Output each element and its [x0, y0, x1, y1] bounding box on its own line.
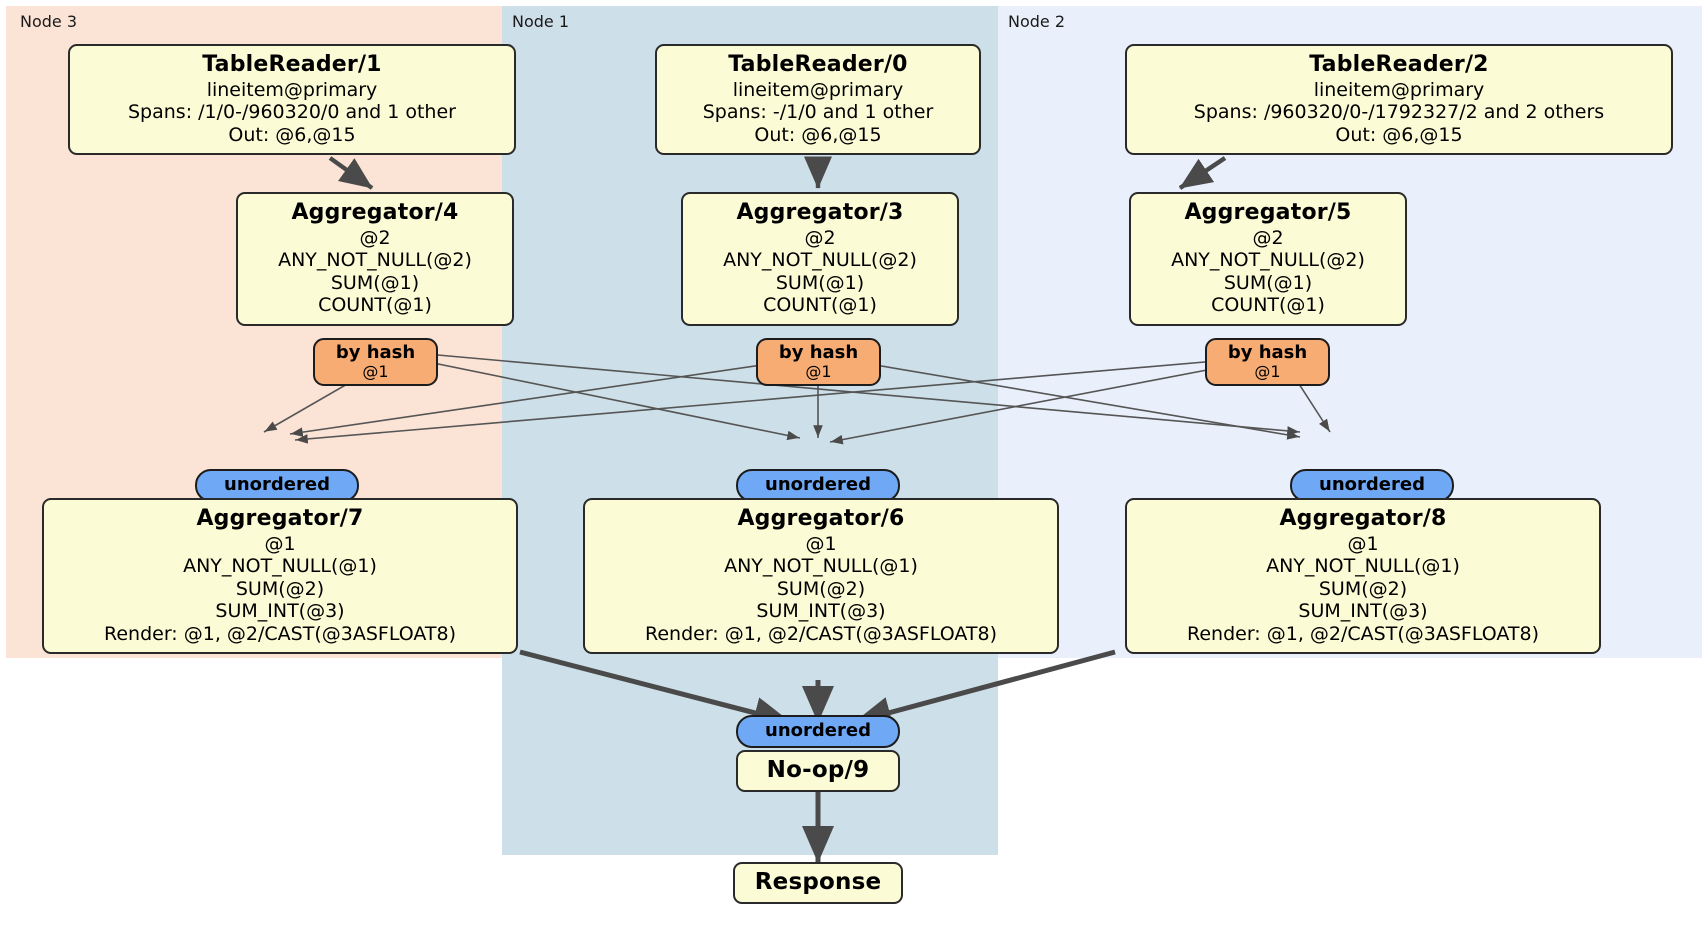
processor-line: SUM(@1) — [1223, 271, 1313, 294]
processor-aggregator-5[interactable]: Aggregator/5 @2 ANY_NOT_NULL(@2) SUM(@1)… — [1129, 192, 1407, 326]
processor-line: @2 — [804, 226, 836, 249]
processor-tablereader-2[interactable]: TableReader/2 lineitem@primary Spans: /9… — [1125, 44, 1673, 156]
processor-line: ANY_NOT_NULL(@1) — [183, 555, 377, 578]
input-sync-unordered-6[interactable]: unordered — [736, 469, 900, 502]
processor-title: Aggregator/4 — [291, 200, 459, 225]
node-panel-label-node3: Node 3 — [20, 12, 78, 31]
processor-line: ANY_NOT_NULL(@2) — [278, 249, 472, 272]
processor-line: @1 — [264, 532, 296, 555]
sync-label: unordered — [224, 474, 330, 495]
processor-title: TableReader/2 — [1309, 52, 1489, 77]
processor-title: Aggregator/6 — [737, 506, 905, 531]
processor-line: lineitem@primary — [1313, 78, 1485, 101]
processor-title: Aggregator/3 — [736, 200, 904, 225]
processor-line: ANY_NOT_NULL(@2) — [1171, 249, 1365, 272]
processor-line: SUM(@2) — [235, 577, 325, 600]
output-router-by-hash-5[interactable]: by hash @1 — [1205, 338, 1330, 387]
processor-line: ANY_NOT_NULL(@1) — [724, 555, 918, 578]
processor-title: Aggregator/5 — [1184, 200, 1352, 225]
processor-line: Render: @1, @2/CAST(@3ASFLOAT8) — [645, 622, 997, 645]
processor-line: @1 — [805, 532, 837, 555]
processor-line: @2 — [359, 226, 391, 249]
router-column: @1 — [362, 361, 389, 381]
processor-aggregator-4[interactable]: Aggregator/4 @2 ANY_NOT_NULL(@2) SUM(@1)… — [236, 192, 514, 326]
processor-no-op-9[interactable]: No-op/9 — [736, 750, 900, 793]
output-router-by-hash-3[interactable]: by hash @1 — [756, 338, 881, 387]
processor-title: No-op/9 — [766, 757, 870, 783]
processor-line: SUM(@1) — [330, 271, 420, 294]
processor-line: @1 — [1347, 532, 1379, 555]
sync-label: unordered — [1319, 474, 1425, 495]
sync-label: unordered — [765, 474, 871, 495]
router-column: @1 — [1254, 361, 1281, 381]
router-column: @1 — [805, 361, 832, 381]
node-panel-label-node1: Node 1 — [512, 12, 570, 31]
node-panel-label-node2: Node 2 — [1008, 12, 1066, 31]
sync-label: unordered — [765, 720, 871, 741]
processor-line: SUM_INT(@3) — [1298, 600, 1428, 623]
processor-line: SUM_INT(@3) — [756, 600, 886, 623]
processor-line: SUM(@2) — [1318, 577, 1408, 600]
router-label: by hash — [1227, 342, 1308, 363]
processor-tablereader-0[interactable]: TableReader/0 lineitem@primary Spans: -/… — [655, 44, 981, 156]
processor-line: SUM_INT(@3) — [215, 600, 345, 623]
input-sync-unordered-9[interactable]: unordered — [736, 715, 900, 748]
processor-aggregator-7[interactable]: Aggregator/7 @1 ANY_NOT_NULL(@1) SUM(@2)… — [42, 498, 518, 654]
processor-line: Out: @6,@15 — [1335, 123, 1463, 146]
processor-line: lineitem@primary — [732, 78, 904, 101]
input-sync-unordered-8[interactable]: unordered — [1290, 469, 1454, 502]
processor-aggregator-8[interactable]: Aggregator/8 @1 ANY_NOT_NULL(@1) SUM(@2)… — [1125, 498, 1601, 654]
processor-title: TableReader/1 — [202, 52, 382, 77]
input-sync-unordered-7[interactable]: unordered — [195, 469, 359, 502]
processor-line: SUM(@1) — [775, 271, 865, 294]
processor-line: Render: @1, @2/CAST(@3ASFLOAT8) — [1187, 622, 1539, 645]
processor-line: Spans: /960320/0-/1792327/2 and 2 others — [1193, 101, 1605, 124]
processor-line: COUNT(@1) — [763, 294, 877, 317]
processor-aggregator-6[interactable]: Aggregator/6 @1 ANY_NOT_NULL(@1) SUM(@2)… — [583, 498, 1059, 654]
processor-line: Out: @6,@15 — [228, 123, 356, 146]
processor-title: TableReader/0 — [728, 52, 908, 77]
processor-line: SUM(@2) — [776, 577, 866, 600]
processor-line: Out: @6,@15 — [754, 123, 882, 146]
processor-title: Aggregator/8 — [1279, 506, 1447, 531]
processor-title: Aggregator/7 — [196, 506, 364, 531]
processor-line: COUNT(@1) — [318, 294, 432, 317]
processor-line: lineitem@primary — [206, 78, 378, 101]
output-router-by-hash-4[interactable]: by hash @1 — [313, 338, 438, 387]
processor-line: Render: @1, @2/CAST(@3ASFLOAT8) — [104, 622, 456, 645]
processor-line: Spans: -/1/0 and 1 other — [702, 101, 934, 124]
processor-aggregator-3[interactable]: Aggregator/3 @2 ANY_NOT_NULL(@2) SUM(@1)… — [681, 192, 959, 326]
processor-line: COUNT(@1) — [1211, 294, 1325, 317]
processor-tablereader-1[interactable]: TableReader/1 lineitem@primary Spans: /1… — [68, 44, 516, 156]
processor-line: ANY_NOT_NULL(@2) — [723, 249, 917, 272]
processor-line: ANY_NOT_NULL(@1) — [1266, 555, 1460, 578]
router-label: by hash — [335, 342, 416, 363]
processor-line: @2 — [1252, 226, 1284, 249]
processor-title: Response — [754, 869, 882, 895]
processor-response[interactable]: Response — [733, 862, 903, 905]
processor-line: Spans: /1/0-/960320/0 and 1 other — [128, 101, 456, 124]
router-label: by hash — [778, 342, 859, 363]
